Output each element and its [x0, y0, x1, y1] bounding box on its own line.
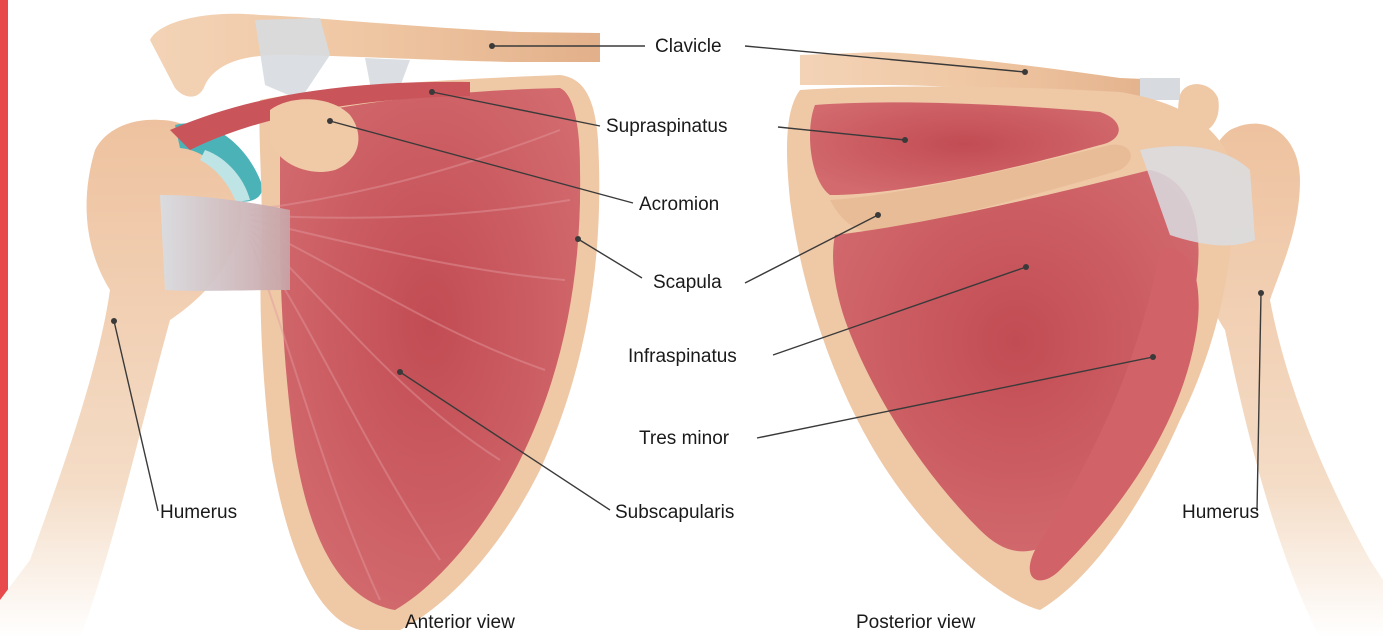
dot-tres-minor — [1150, 354, 1156, 360]
dot-supraspinatus-anterior — [429, 89, 435, 95]
dot-infraspinatus — [1023, 264, 1029, 270]
label-clavicle: Clavicle — [655, 36, 722, 58]
dot-scapula-anterior — [575, 236, 581, 242]
label-subscapularis: Subscapularis — [615, 502, 734, 524]
subscapularis-tendon — [160, 195, 290, 291]
dot-humerus-left — [111, 318, 117, 324]
label-tres-minor: Tres minor — [639, 428, 729, 450]
dot-supraspinatus-posterior — [902, 137, 908, 143]
caption-anterior-view: Anterior view — [405, 612, 515, 634]
label-acromion: Acromion — [639, 194, 719, 216]
posterior-illustration — [787, 52, 1383, 638]
caption-posterior-view: Posterior view — [856, 612, 975, 634]
dot-subscapularis — [397, 369, 403, 375]
dot-acromion — [327, 118, 333, 124]
label-humerus-right: Humerus — [1182, 502, 1259, 524]
dot-clavicle-anterior — [489, 43, 495, 49]
dot-scapula-posterior — [875, 212, 881, 218]
label-supraspinatus: Supraspinatus — [606, 116, 727, 138]
label-infraspinatus: Infraspinatus — [628, 346, 737, 368]
label-scapula: Scapula — [653, 272, 722, 294]
label-humerus-left: Humerus — [160, 502, 237, 524]
dot-clavicle-posterior — [1022, 69, 1028, 75]
dot-humerus-right — [1258, 290, 1264, 296]
